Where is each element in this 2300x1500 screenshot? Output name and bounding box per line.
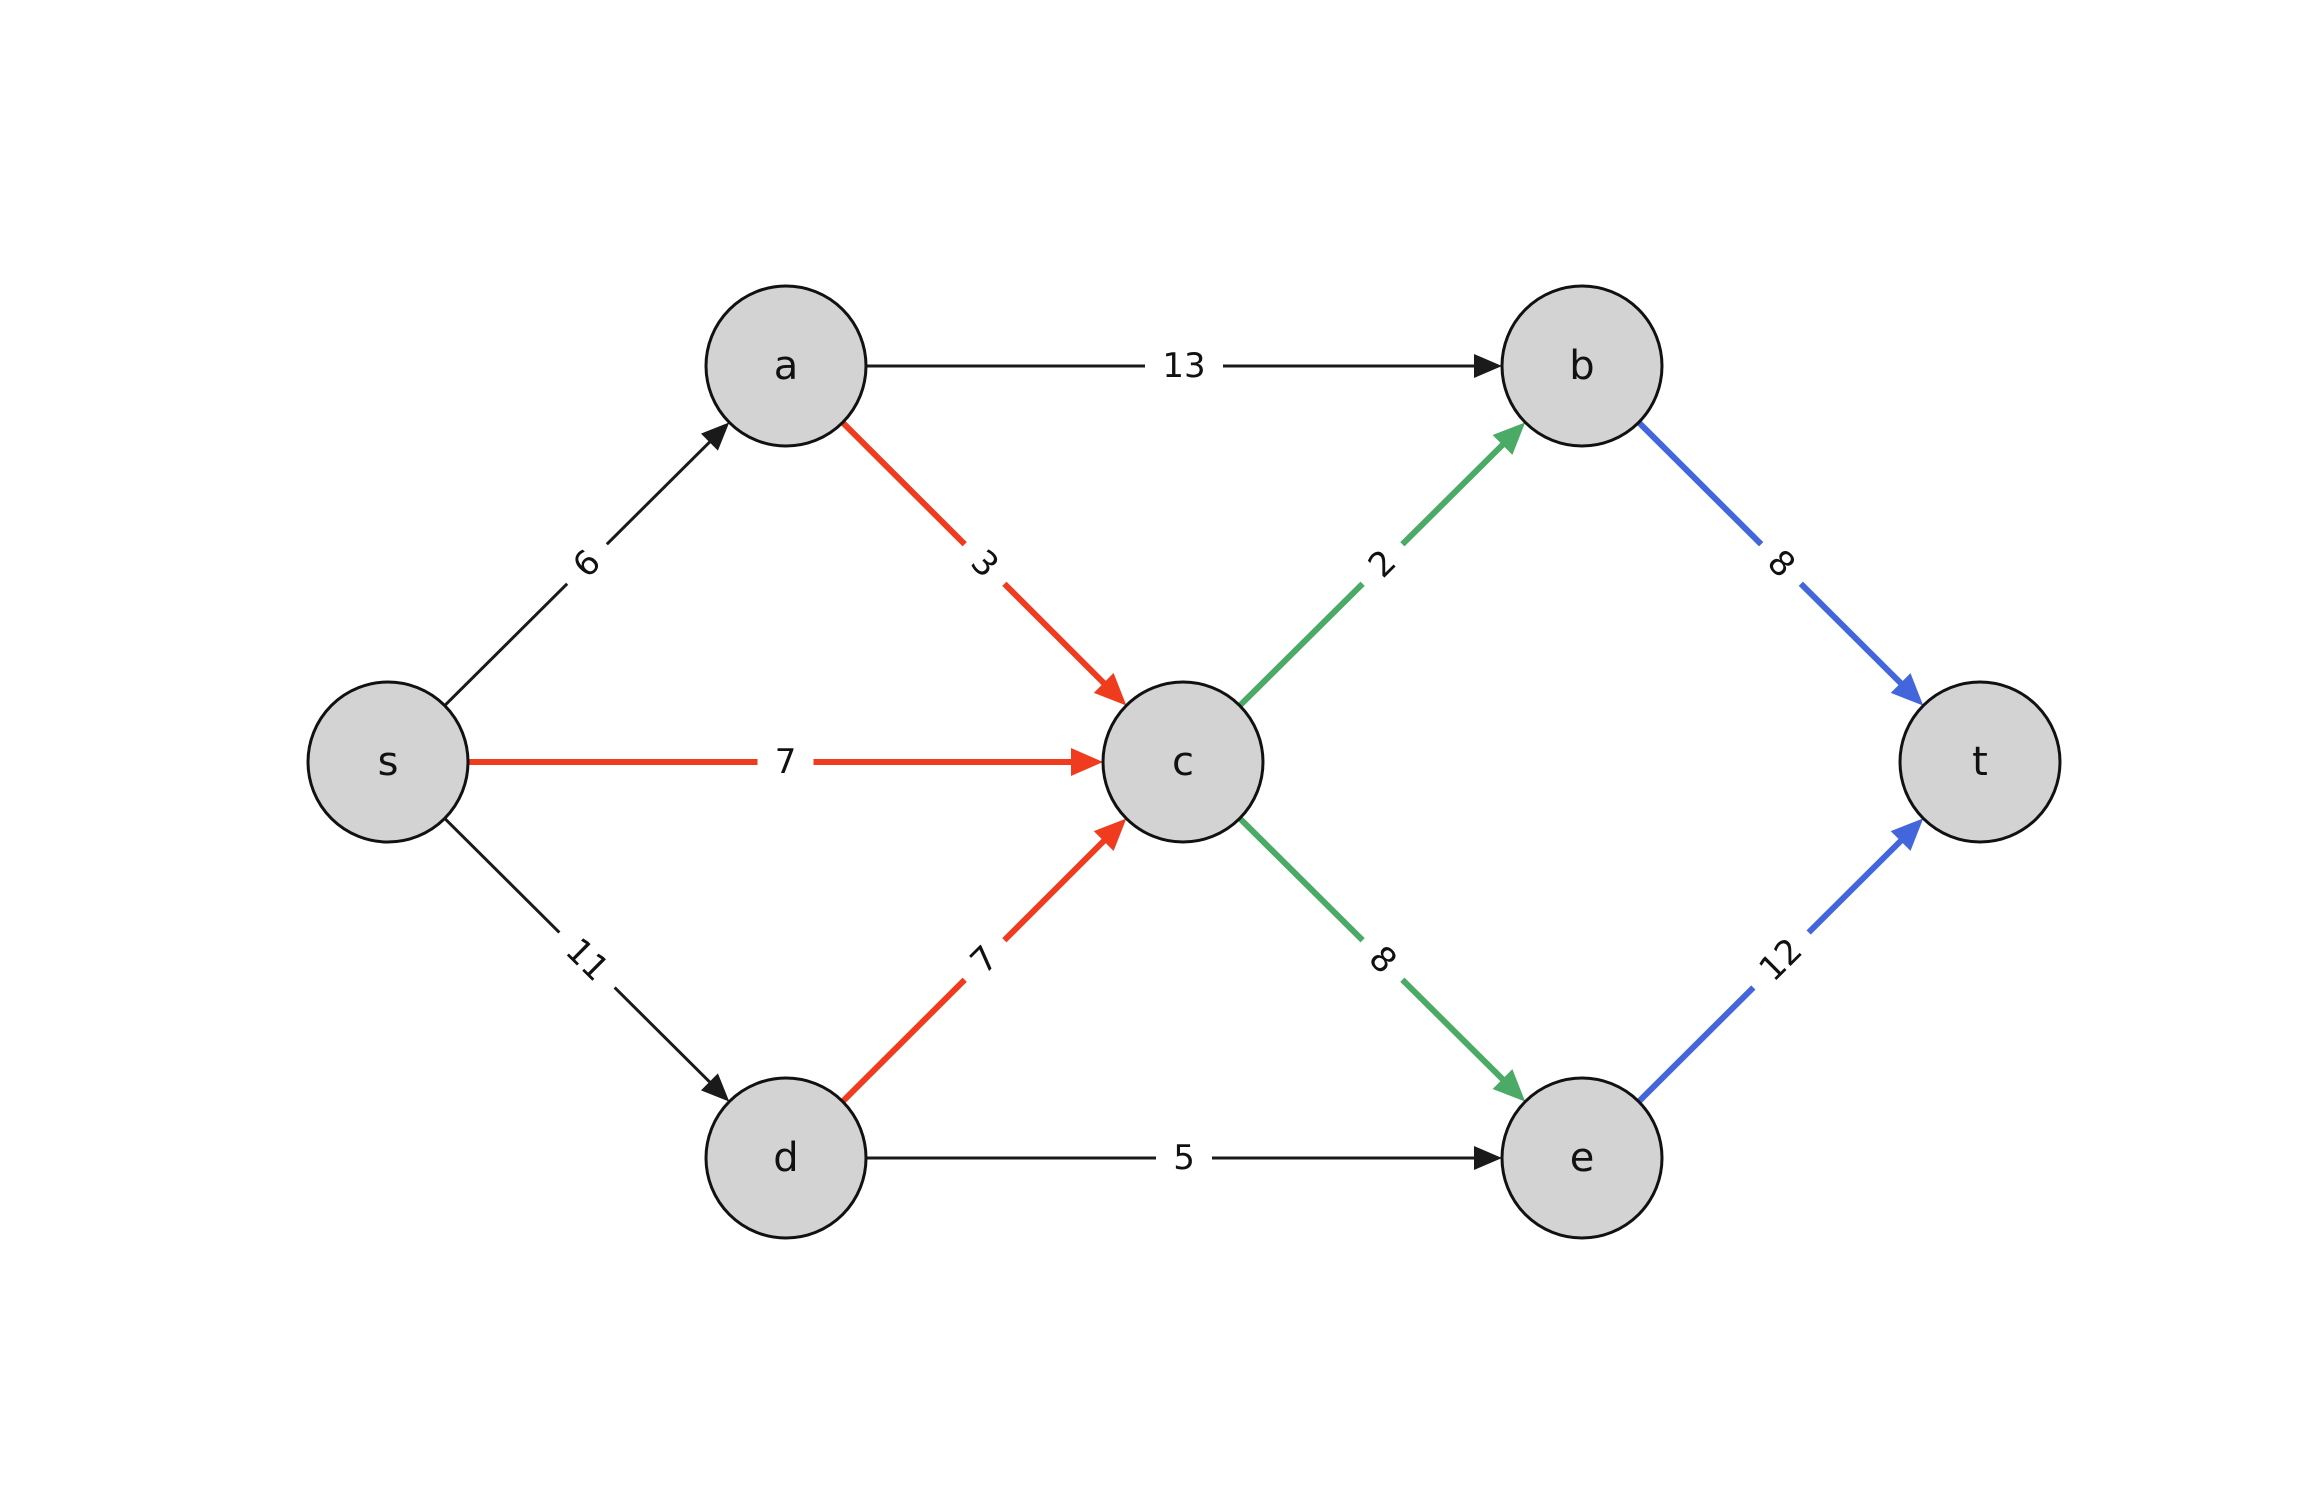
node-s: s [306,680,470,844]
edge-weight-label: 8 [1345,923,1420,997]
edge-label-background [947,527,1022,601]
edge-b-t: 8 [1636,420,1924,706]
edge-label-background [542,915,632,1005]
arrowhead [1474,1146,1502,1170]
edge-label-background [1345,527,1420,601]
arrowhead [1093,672,1127,706]
node-label: d [773,1135,798,1181]
node-circle [1101,680,1265,844]
node-circle [1898,680,2062,844]
arrowhead [1890,673,1924,706]
edge-label-background [757,738,814,786]
edge-weight-text: 7 [775,742,797,782]
edge-weight-label: 6 [550,527,624,601]
node-a: a [704,284,868,448]
node-label: s [378,739,399,785]
node-c: c [1101,680,1265,844]
edge-weight-label: 2 [1345,527,1420,601]
arrowhead [1492,1069,1526,1102]
node-e: e [1500,1076,1664,1240]
node-t: t [1898,680,2062,844]
edge-weight-label: 7 [757,738,814,786]
node-circle [704,1076,868,1240]
node-label: e [1570,1135,1595,1181]
arrowhead [1093,818,1127,852]
arrowhead [700,1073,730,1102]
edge-label-background [1345,923,1420,997]
edge-weight-text: 5 [1173,1138,1195,1178]
edge-label-background [1736,915,1826,1005]
node-label: c [1172,739,1194,785]
node-label: t [1972,739,1988,785]
arrowhead [1474,354,1502,378]
edge-weight-text: 13 [1162,346,1205,386]
node-label: b [1569,343,1594,389]
edge-a-c: 3 [840,420,1127,706]
edge-label-background [947,923,1022,997]
edge-s-d: 11 [443,817,730,1102]
edges-layer: 6 7 11 13 3 7 5 2 8 8 12 [443,342,1924,1182]
edge-weight-label: 11 [542,915,632,1005]
edge-s-c: 7 [468,738,1103,786]
edge-c-e: 8 [1237,816,1526,1102]
nodes-layer: s a c d b e t [306,284,2062,1240]
edge-weight-label: 3 [947,527,1022,601]
edge-e-t: 12 [1636,818,1924,1104]
edge-label-background [1156,1134,1212,1182]
edge-weight-label: 13 [1145,342,1223,390]
edge-weight-label: 5 [1156,1134,1212,1182]
edge-d-e: 5 [866,1134,1502,1182]
edge-label-background [1145,342,1223,390]
edge-s-a: 6 [443,422,730,707]
node-circle [306,680,470,844]
arrowhead [1492,422,1526,455]
arrowhead [1890,818,1924,851]
node-label: a [774,343,799,389]
arrowhead [1071,748,1103,776]
edge-c-b: 2 [1237,422,1526,708]
edge-label-background [1744,527,1818,601]
arrowhead [700,422,730,451]
edge-weight-label: 8 [1744,527,1818,601]
edge-label-background [550,527,624,601]
edge-weight-label: 7 [947,923,1022,997]
node-circle [1500,1076,1664,1240]
node-circle [704,284,868,448]
node-d: d [704,1076,868,1240]
node-circle [1500,284,1664,448]
edge-d-c: 7 [840,818,1127,1104]
edge-a-b: 13 [866,342,1502,390]
node-b: b [1500,284,1664,448]
